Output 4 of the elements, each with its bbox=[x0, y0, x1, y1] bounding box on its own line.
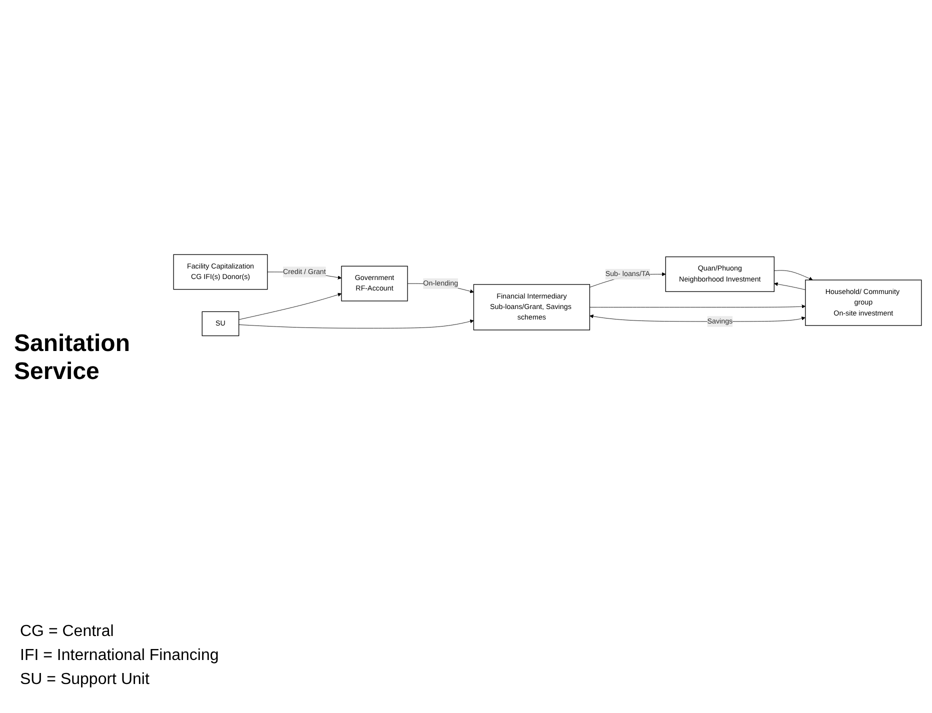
abbreviation-note: SU = Support Unit bbox=[20, 670, 150, 690]
abbreviation-note: CG = Central bbox=[20, 622, 115, 642]
abbreviation-note: IFI = International Financing bbox=[20, 646, 219, 666]
side-heading: Sanitation Service bbox=[14, 330, 132, 386]
